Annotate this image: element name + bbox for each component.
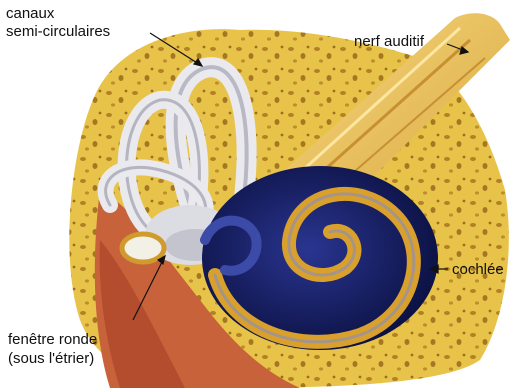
label-round-window-line2: (sous l'étrier) (8, 349, 94, 368)
round-window (122, 234, 164, 262)
label-round-window-line1: fenêtre ronde (8, 330, 97, 349)
label-nerve: nerf auditif (354, 32, 424, 51)
label-semicircular-line1: canaux (6, 4, 54, 23)
label-cochlea: cochlée (452, 260, 504, 279)
label-semicircular-line2: semi-circulaires (6, 22, 110, 41)
cochlea (202, 166, 438, 350)
